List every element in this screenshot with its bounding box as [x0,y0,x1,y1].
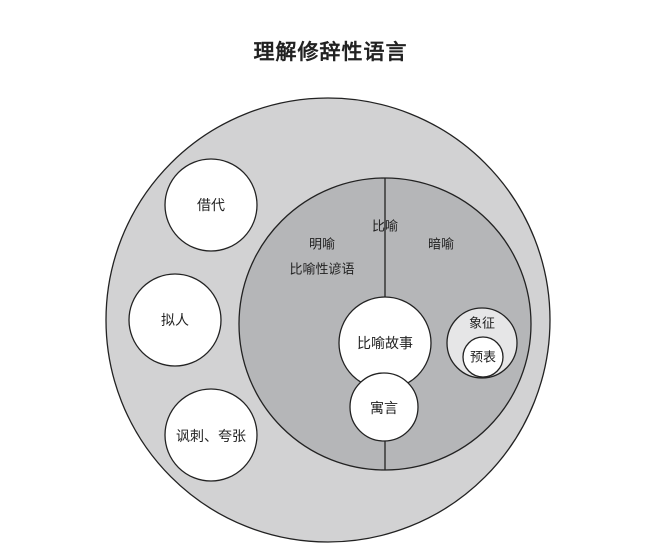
label-biyu-xing-yanyu: 比喻性谚语 [289,262,354,278]
label-mingyu: 明喻 [309,238,335,253]
label-xiangzheng: 象征 [469,317,495,332]
circle-niren [128,273,222,367]
circle-yubiao [462,336,504,378]
label-jiedai: 借代 [197,198,225,214]
circle-jiedai [164,158,258,252]
label-anyu: 暗喻 [428,238,454,253]
label-biyu: 比喻 [372,220,398,235]
circle-yuyan [349,372,419,442]
label-yubiao: 预表 [470,351,496,366]
label-yuyan: 寓言 [370,400,398,417]
label-biyu-gushi: 比喻故事 [357,336,413,352]
label-niren: 拟人 [161,313,189,329]
circle-fengci [164,388,258,482]
page-title: 理解修辞性语言 [253,40,408,64]
label-fengci: 讽刺、夸张 [176,429,246,445]
